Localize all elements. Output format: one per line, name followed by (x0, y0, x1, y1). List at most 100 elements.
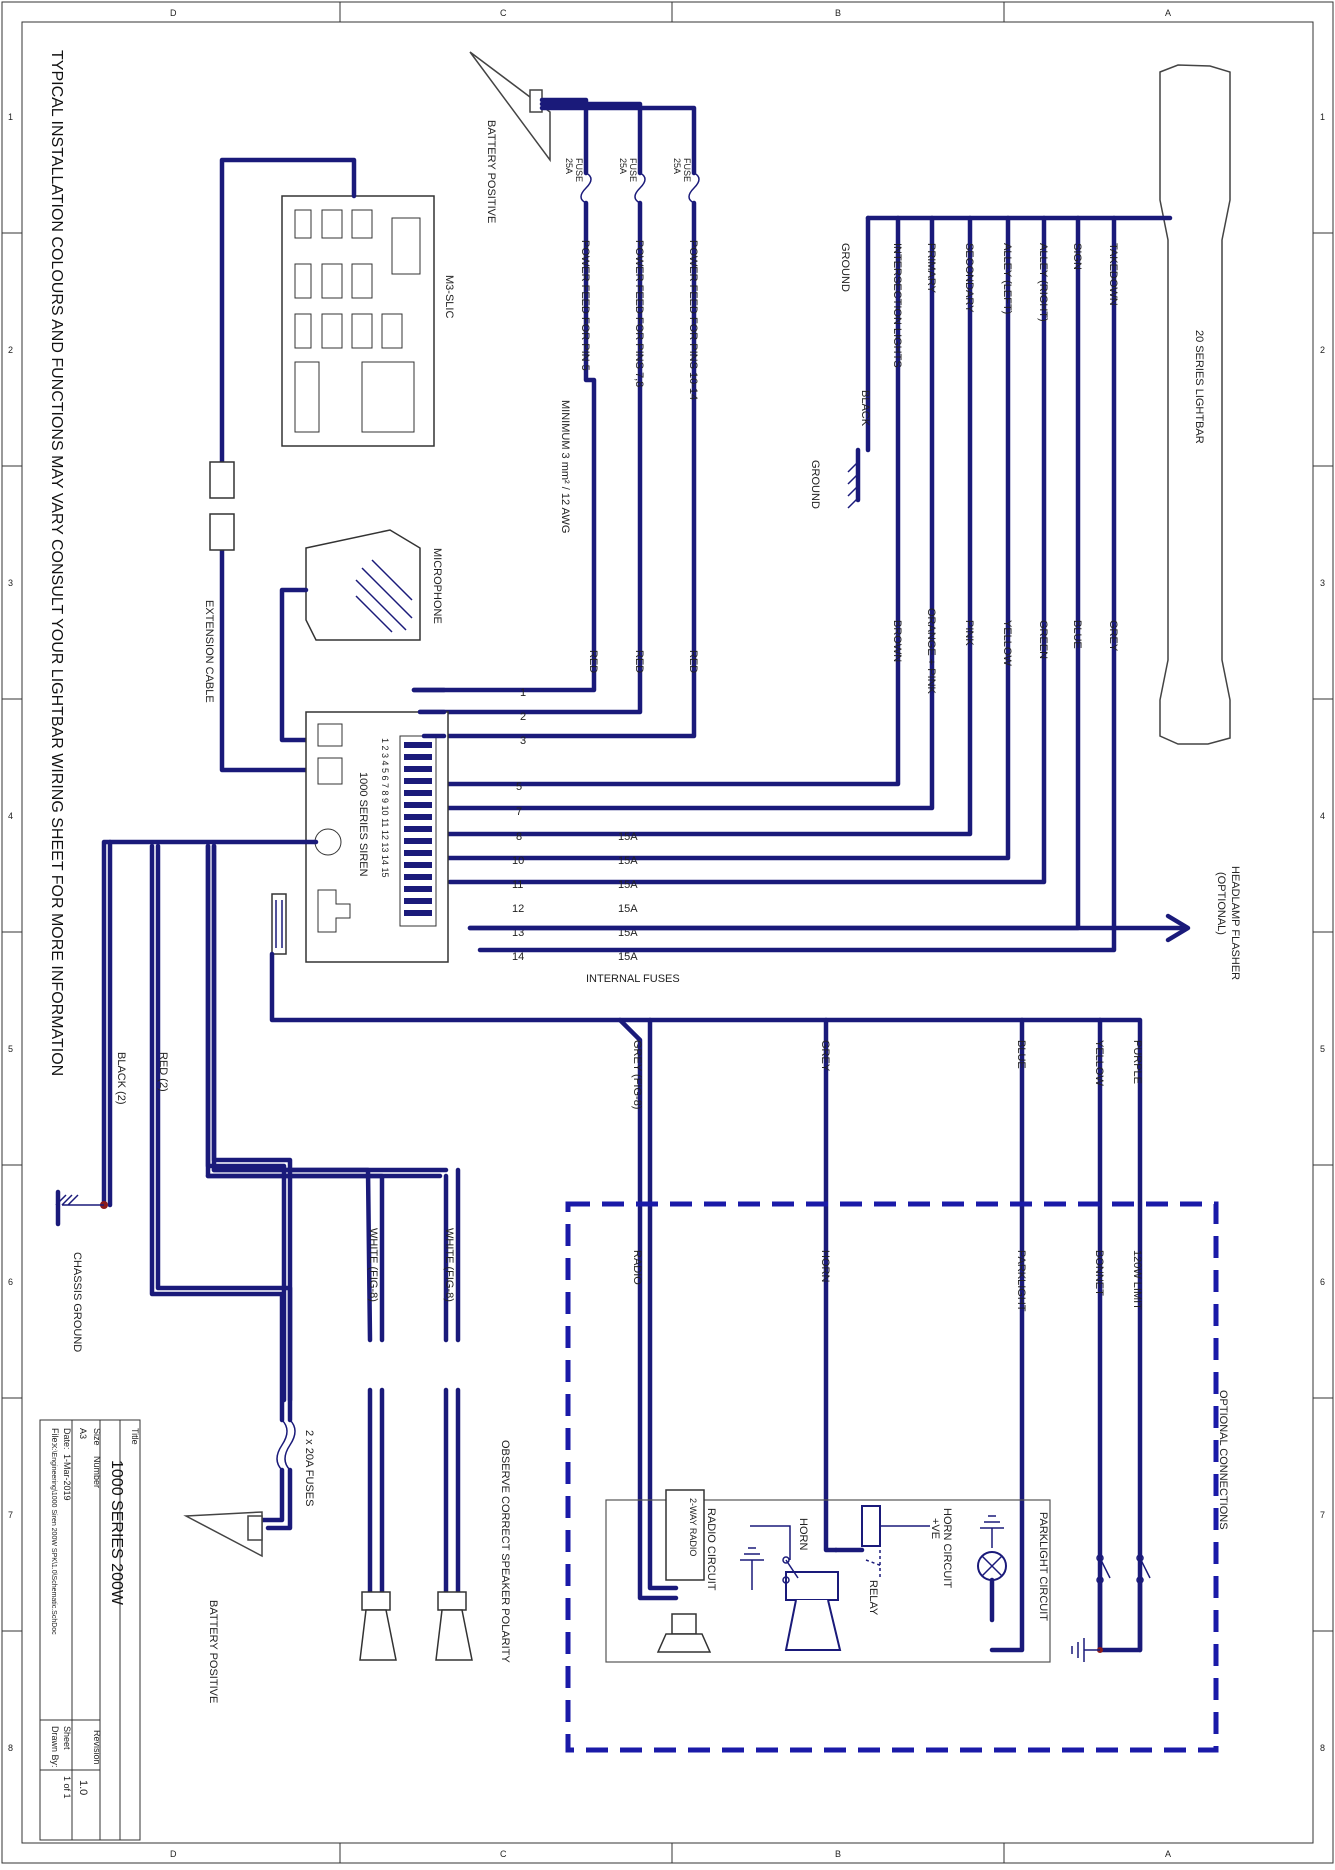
ground-wire-color: BLACK (859, 390, 871, 427)
size-caption: Size (92, 1428, 102, 1446)
lightbar-label: 20 SERIES LIGHTBAR (1193, 330, 1205, 444)
zone-top-2: C (500, 8, 507, 18)
siren-pin (404, 898, 432, 904)
ground-symbol-icon (1071, 1638, 1103, 1662)
wire-primary (429, 215, 935, 811)
ground-symbol-icon (740, 1547, 764, 1590)
extension-cable-wire (219, 157, 357, 773)
pin-num-8: 8 (516, 831, 522, 843)
zone-left-2: 2 (8, 345, 13, 355)
color-yellow: YELLOW (1001, 620, 1013, 666)
opt-wire-grey (823, 1017, 839, 1553)
siren-unit (305, 711, 449, 963)
fuse2-label: FUSE (628, 158, 638, 182)
color-orange-pink: ORANGE + PINK (925, 608, 937, 695)
number-caption: Number (92, 1456, 102, 1488)
feed-label-7-8: POWER FEED FOR PINS 7,8 (633, 240, 645, 387)
func-secondary: SECONDARY (963, 243, 975, 313)
zone-bottom-4: A (1165, 1849, 1171, 1859)
zone-left-1: 1 (8, 112, 13, 122)
parklight-circuit-label: PARKLIGHT CIRCUIT (1037, 1512, 1049, 1621)
m3-slic-controller (281, 195, 435, 447)
pin-fuse-14: 15A (618, 951, 638, 963)
speaker-wire1-label: WHITE (FIG-8) (367, 1228, 379, 1302)
sheet-value: 1 of 1 (62, 1776, 72, 1799)
color-pink: PINK (963, 620, 975, 646)
internal-fuses-label: INTERNAL FUSES (586, 973, 680, 985)
zone-right-3: 3 (1320, 578, 1325, 588)
pin-num-7: 7 (516, 806, 522, 818)
optional-connections-box (565, 1201, 1219, 1753)
zone-left-4: 4 (8, 811, 13, 821)
relay-label: RELAY (867, 1580, 879, 1616)
siren-label: 1000 SERIES SIREN (357, 772, 369, 877)
siren-pin (404, 874, 432, 880)
zone-right-8: 8 (1320, 1743, 1325, 1753)
date-value: 1-Mar-2019 (62, 1454, 72, 1501)
switch-icon (782, 1556, 799, 1584)
microphone-label: MICROPHONE (431, 548, 443, 624)
wire-alley-right (447, 215, 1047, 885)
battery-top-icon (469, 51, 551, 163)
chassis-ground-label: CHASSIS GROUND (71, 1252, 83, 1352)
headlamp-note: (OPTIONAL) (1215, 872, 1227, 935)
size-value: A3 (78, 1428, 88, 1439)
aux-connector-icon (271, 893, 287, 955)
opt-color-purple: PURPLE (1131, 1040, 1143, 1084)
pin-num-10: 10 (512, 855, 524, 867)
red-wire-main (149, 843, 285, 1523)
func-alley-left: ALLEY (LEFT) (1001, 243, 1013, 314)
siren-pin (404, 814, 432, 820)
zone-right-1: 1 (1320, 112, 1325, 122)
optional-connections-label: OPTIONAL CONNECTIONS (1217, 1390, 1229, 1530)
fuse3-label: FUSE (682, 158, 692, 182)
zone-left-6: 6 (8, 1277, 13, 1287)
zone-right-7: 7 (1320, 1510, 1325, 1520)
headlamp-label: HEADLAMP FLASHER (1229, 866, 1241, 980)
func-primary: PRIMARY (925, 243, 937, 294)
zone-top-4: A (1165, 8, 1171, 18)
wire-sign (467, 215, 1081, 931)
opt-wire-grey-fig8-a (617, 1017, 679, 1601)
battery-top-label: BATTERY POSITIVE (485, 120, 497, 223)
fuse-icon (276, 1419, 296, 1471)
power-feed-pins10-14 (421, 105, 697, 739)
feed-label-5: POWER FEED FOR PIN 5 (579, 240, 591, 371)
siren-pin (404, 754, 432, 760)
speaker-icon (359, 1591, 397, 1661)
fuse3-rating: 25A (672, 158, 682, 174)
ground-symbol-icon (847, 447, 861, 509)
zone-right-4: 4 (1320, 811, 1325, 821)
horn-circuit-label: HORN CIRCUIT (941, 1508, 953, 1588)
pin-fuse-10: 15A (618, 855, 638, 867)
pin-num-11: 11 (512, 879, 523, 891)
battery-bottom-icon (183, 1511, 263, 1558)
circuits-box (605, 1499, 1051, 1663)
min-gauge-label: MINIMUM 3 mm² / 12 AWG (559, 400, 571, 533)
zone-left-7: 7 (8, 1510, 13, 1520)
bottom-fuses-label: 2 x 20A FUSES (303, 1430, 315, 1506)
zone-top-3: B (835, 8, 841, 18)
speaker-bus (205, 1167, 449, 1179)
radio-speaker-icon (656, 1613, 712, 1653)
radio-circuit-label: RADIO CIRCUIT (705, 1508, 717, 1591)
file-caption: File: (50, 1428, 60, 1445)
red-2-label: RED (2) (157, 1052, 169, 1092)
power-feed-pin5 (411, 97, 597, 693)
zone-left-3: 3 (8, 578, 13, 588)
fuse-icon (580, 172, 700, 204)
opt-color-yellow: YELLOW (1093, 1040, 1105, 1086)
siren-pin (404, 886, 432, 892)
wire-secondary (433, 215, 973, 837)
m3-slic-label: M3-SLIC (443, 275, 455, 318)
feed-color-2: RED (633, 650, 645, 673)
func-takedown: TAKEDOWN (1107, 243, 1119, 306)
fuse1-rating: 25A (564, 158, 574, 174)
color-brown: BROWN (891, 620, 903, 662)
switch-icon (1096, 1554, 1151, 1653)
headlamp-arrow-icon (1165, 913, 1191, 943)
opt-wire-grey-fig8-b (647, 1017, 679, 1591)
two-way-radio-label: 2-WAY RADIO (688, 1498, 698, 1556)
relay-icon (861, 1505, 930, 1580)
siren-pin (404, 778, 432, 784)
